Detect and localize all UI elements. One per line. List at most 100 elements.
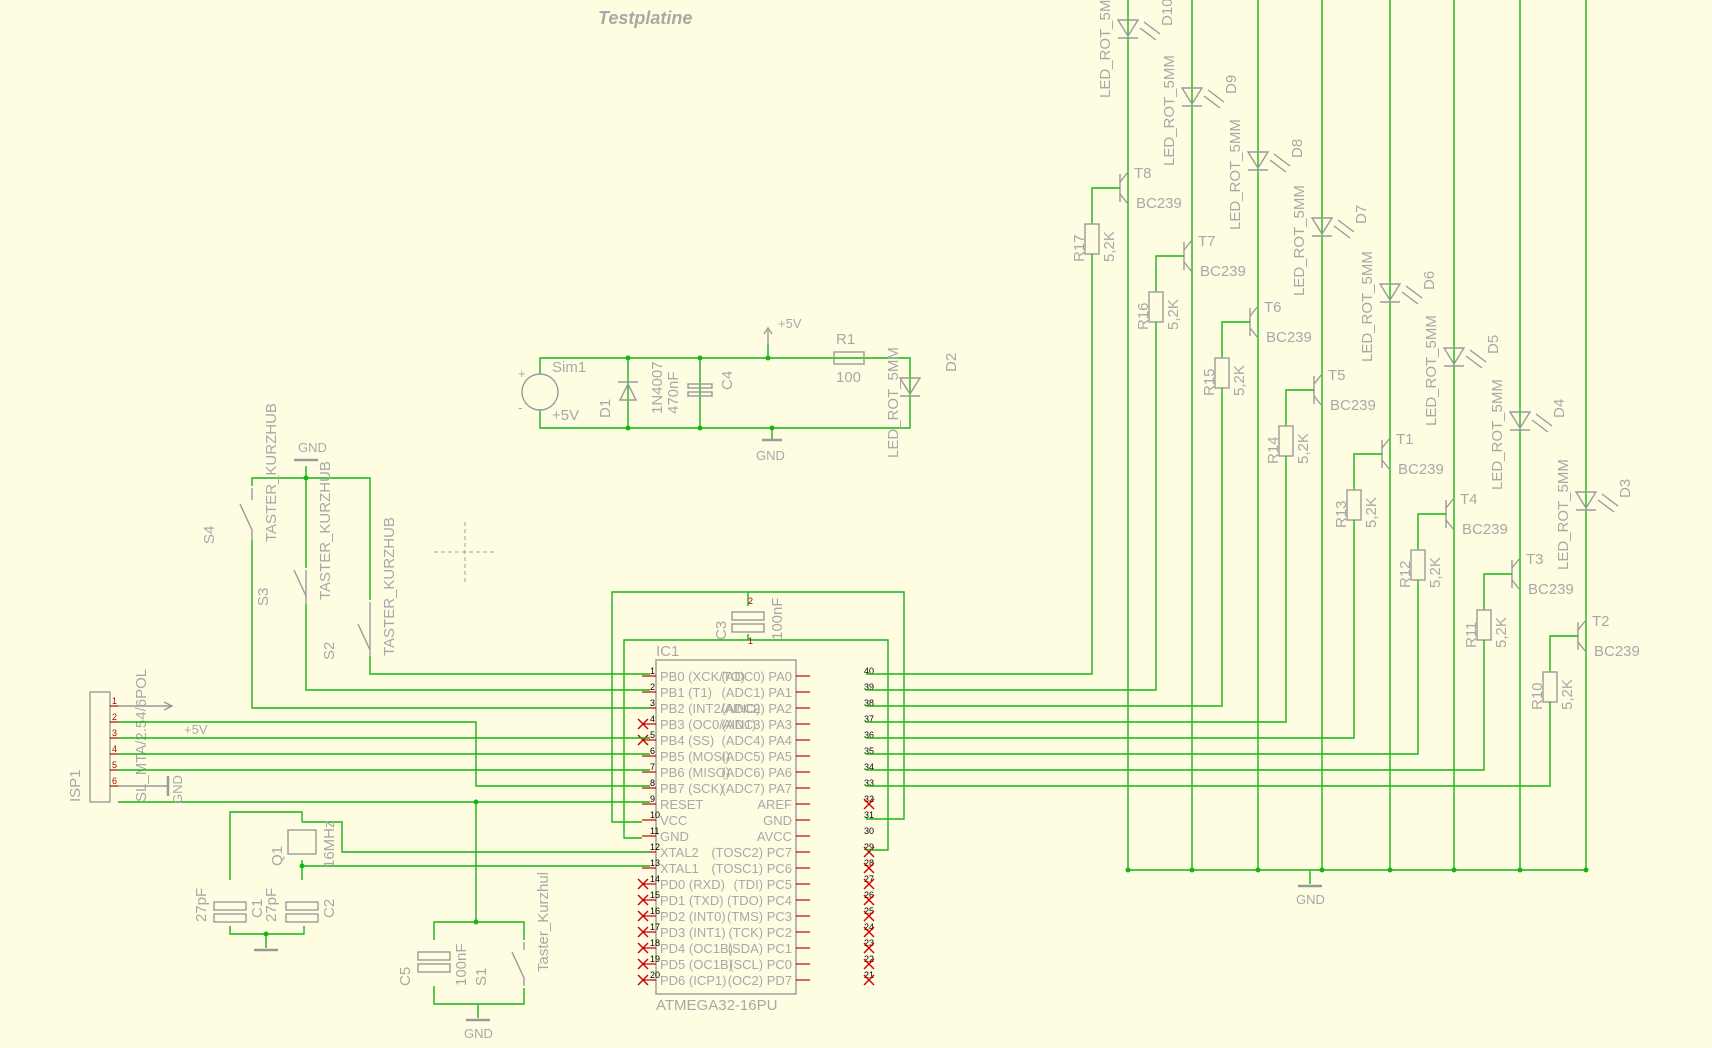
ic1-pin-number: 28 bbox=[864, 858, 874, 868]
ic1-pin-label: RESET bbox=[660, 797, 703, 812]
ic1-pin-number: 25 bbox=[864, 906, 874, 916]
ic1-pin-label: PB5 (MOSI) bbox=[660, 749, 730, 764]
led-ref: D5 bbox=[1485, 335, 1502, 354]
ic1-pin-label: (TOSC2) PC7 bbox=[711, 845, 792, 860]
supply-plus5v-symbol: +5V bbox=[763, 316, 802, 344]
ic1-pin-number: 18 bbox=[650, 938, 660, 948]
ic1-pin-label: VCC bbox=[660, 813, 687, 828]
resistor-ref: R13 bbox=[1333, 500, 1350, 528]
ic1-pin-label: (SCL) PC0 bbox=[729, 957, 792, 972]
ic1-pin-label: AREF bbox=[757, 797, 792, 812]
transistor-value: BC239 bbox=[1330, 397, 1376, 414]
ic1-pin-number: 17 bbox=[650, 922, 660, 932]
c5-value: 100nF bbox=[453, 943, 470, 986]
svg-text:-: - bbox=[518, 400, 522, 415]
resistor-value: 5,2K bbox=[1493, 617, 1510, 648]
svg-text:GND: GND bbox=[170, 775, 185, 804]
transistor-value: BC239 bbox=[1200, 263, 1246, 280]
led-ref: D3 bbox=[1617, 479, 1634, 498]
ic1-pin-label: (ADC4) PA4 bbox=[721, 733, 792, 748]
ic1-supply-wiring bbox=[611, 591, 905, 851]
switch-s2[interactable]: S2 TASTER_KURZHUB bbox=[321, 517, 398, 660]
ic1-pin-number: 15 bbox=[650, 890, 660, 900]
resistor-ref: R16 bbox=[1135, 302, 1152, 330]
transistor-value: BC239 bbox=[1594, 643, 1640, 660]
led-value: LED_ROT_5MM bbox=[1291, 185, 1308, 296]
ic1-pin-number: 21 bbox=[864, 970, 874, 980]
resistor-r1[interactable]: R1 100 bbox=[833, 331, 865, 386]
s4-name: S4 bbox=[201, 526, 218, 544]
ic1-pin-number: 12 bbox=[650, 842, 660, 852]
sim1-source[interactable]: + - Sim1 +5V bbox=[518, 359, 586, 424]
diode-d1[interactable]: D1 1N4007 bbox=[597, 361, 666, 418]
ic1-pin-number: 2 bbox=[650, 682, 655, 692]
resistor-ref: R11 bbox=[1463, 622, 1480, 648]
ic1-pin-number: 13 bbox=[650, 858, 660, 868]
ic1-pin-label: (TCK) PC2 bbox=[728, 925, 792, 940]
led-ref: D7 bbox=[1353, 205, 1370, 224]
ic1-pin-label: PD4 (OC1B) bbox=[660, 941, 733, 956]
resistor-value: 5,2K bbox=[1559, 679, 1576, 710]
c3-value: 100nF bbox=[769, 597, 786, 640]
ic1-pin-label: (OC2) PD7 bbox=[728, 973, 792, 988]
ic1-pin-number: 11 bbox=[650, 826, 659, 836]
ic1-pin-number: 4 bbox=[650, 714, 655, 724]
led-ref: D10 bbox=[1159, 0, 1176, 26]
led-d2[interactable]: LED_ROT_5MM D2 bbox=[885, 347, 960, 458]
c3-name: C3 bbox=[713, 621, 730, 640]
ic1-pin-label: PB1 (T1) bbox=[660, 685, 712, 700]
ic1-pin-number: 36 bbox=[864, 730, 874, 740]
svg-text:GND: GND bbox=[1296, 892, 1325, 907]
ic1-pin-number: 20 bbox=[650, 970, 660, 980]
isp1-pin-number: 3 bbox=[112, 728, 117, 738]
capacitor-c3[interactable]: 2 1 C3 100nF bbox=[713, 596, 786, 646]
capacitor-c5[interactable]: C5 100nF bbox=[397, 943, 470, 986]
resistor-ref: R14 bbox=[1265, 436, 1282, 464]
crystal-q1[interactable]: Q1 16MHz bbox=[269, 820, 338, 868]
led-value: LED_ROT_5MM bbox=[1489, 379, 1506, 490]
ic1-pin-number: 29 bbox=[864, 842, 874, 852]
ic1-pin-label: (TMS) PC3 bbox=[727, 909, 792, 924]
d2-name: D2 bbox=[943, 353, 960, 372]
cursor-crosshair bbox=[434, 522, 496, 582]
resistor-value: 5,2K bbox=[1231, 365, 1248, 396]
ic1-pin-label: PD5 (OC1B) bbox=[660, 957, 733, 972]
capacitor-c1[interactable]: 27pF C1 bbox=[193, 888, 266, 923]
isp-wiring bbox=[118, 721, 650, 803]
capacitor-c2[interactable]: 27pF C2 bbox=[263, 888, 338, 923]
s3-name: S3 bbox=[255, 588, 272, 606]
gnd-symbol-led-bus: GND bbox=[1296, 870, 1325, 907]
resistor-value: 5,2K bbox=[1295, 433, 1312, 464]
ic1-pin-label: PB6 (MISO) bbox=[660, 765, 730, 780]
capacitor-c4[interactable]: 470nF C4 bbox=[665, 371, 736, 414]
ic1-pin-label: (ADC7) PA7 bbox=[721, 781, 792, 796]
switch-s3[interactable]: S3 TASTER_KURZHUB bbox=[255, 461, 334, 606]
resistor-ref: R15 bbox=[1201, 368, 1218, 396]
svg-text:+5V: +5V bbox=[778, 316, 802, 331]
switch-s4[interactable]: S4 TASTER_KURZHUB bbox=[201, 403, 280, 544]
switch-s1[interactable]: S1 Taster_Kurzhul bbox=[473, 872, 552, 986]
led-ref: D9 bbox=[1223, 75, 1240, 94]
ic1-pin-number: 22 bbox=[864, 954, 874, 964]
transistor-value: BC239 bbox=[1136, 195, 1182, 212]
transistor-value: BC239 bbox=[1398, 461, 1444, 478]
reset-wiring bbox=[433, 799, 525, 1018]
ic1-pin-label: PD0 (RXD) bbox=[660, 877, 725, 892]
isp1-pin-number: 5 bbox=[112, 760, 117, 770]
ic1-pin-number: 16 bbox=[650, 906, 660, 916]
ic1-pin-number: 23 bbox=[864, 938, 874, 948]
q1-name: Q1 bbox=[269, 846, 286, 866]
ic1-value: ATMEGA32-16PU bbox=[656, 997, 777, 1014]
transistor-ref: T6 bbox=[1264, 299, 1282, 316]
